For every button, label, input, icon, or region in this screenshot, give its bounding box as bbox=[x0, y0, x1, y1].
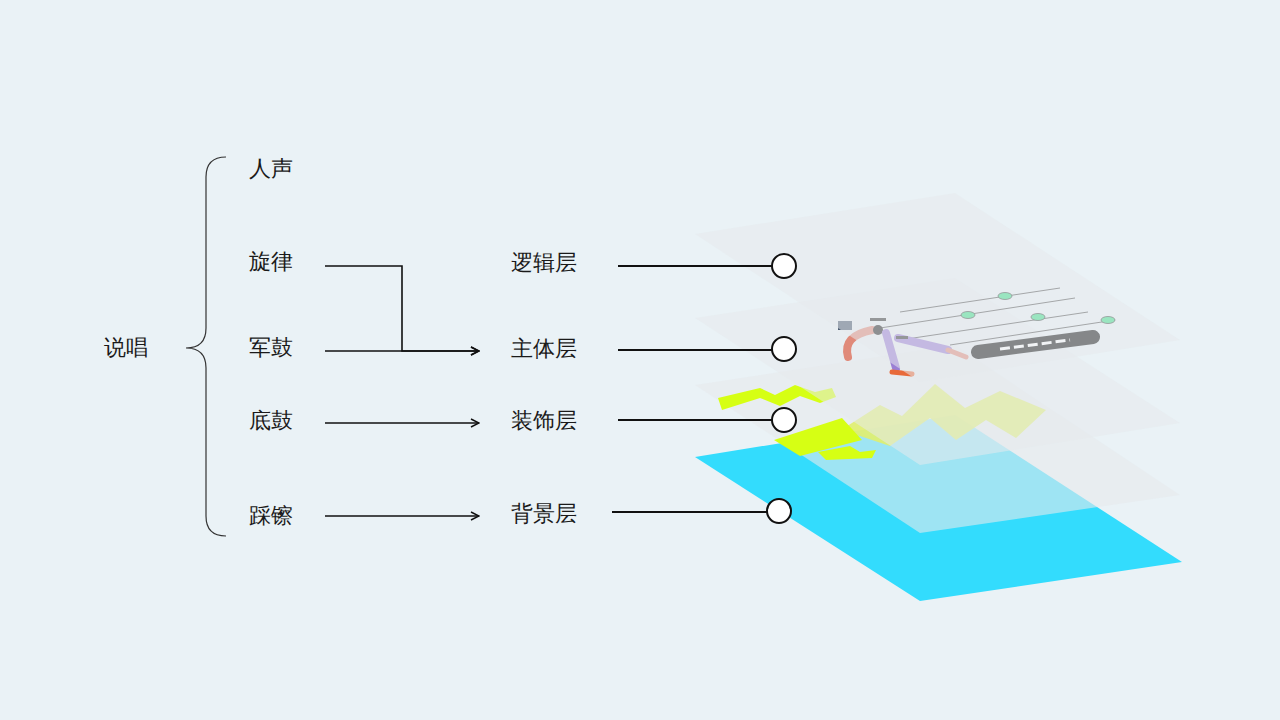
node-label: 军鼓 bbox=[249, 335, 293, 361]
connector-arrow bbox=[325, 515, 479, 517]
text-node: 人声 bbox=[245, 154, 297, 184]
curly-brace bbox=[186, 157, 226, 536]
connector-arrow bbox=[325, 266, 479, 351]
connector-arrow bbox=[325, 422, 479, 424]
leader-lines bbox=[612, 266, 772, 512]
text-node: 主体层 bbox=[507, 334, 581, 364]
text-node: 逻辑层 bbox=[507, 248, 581, 278]
node-label: 说唱 bbox=[104, 335, 148, 361]
text-node: 背景层 bbox=[507, 499, 581, 529]
node-label: 背景层 bbox=[511, 501, 577, 527]
text-node: 装饰层 bbox=[507, 406, 581, 436]
node-label: 主体层 bbox=[511, 336, 577, 362]
node-label: 踩镲 bbox=[249, 503, 293, 529]
logic-plane bbox=[695, 193, 1180, 382]
node-label: 底鼓 bbox=[249, 408, 293, 434]
node-label: 人声 bbox=[249, 156, 293, 182]
connector-arrow bbox=[325, 350, 479, 352]
node-label: 逻辑层 bbox=[511, 250, 577, 276]
node-label: 装饰层 bbox=[511, 408, 577, 434]
text-node: 底鼓 bbox=[245, 406, 297, 436]
text-node: 军鼓 bbox=[245, 333, 297, 363]
node-label: 旋律 bbox=[249, 249, 293, 275]
layer-marker-circle bbox=[767, 254, 796, 523]
text-node: 踩镲 bbox=[245, 501, 297, 531]
text-node: 说唱 bbox=[100, 333, 152, 363]
text-node: 旋律 bbox=[245, 247, 297, 277]
